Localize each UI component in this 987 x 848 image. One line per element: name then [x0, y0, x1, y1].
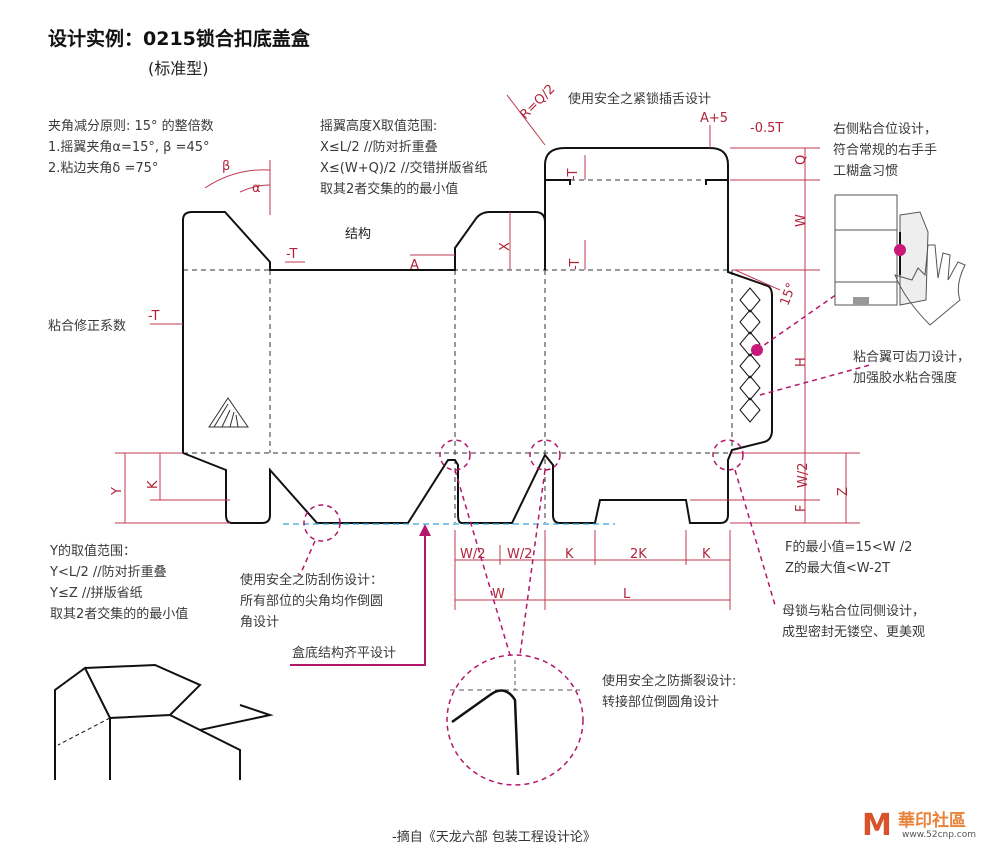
angle-notes: 夹角减分原则: 15° 的整倍数 1.摇翼夹角α=15°, β =45° 2.粘… — [48, 116, 214, 179]
dim-r: R=Q/2 — [517, 82, 558, 123]
watermark-logo: M 華印社區 www.52cnp.com — [862, 806, 984, 846]
dim-w: W — [794, 214, 809, 227]
logo-icon: M — [862, 808, 892, 843]
note-line: 右侧粘合位设计， — [833, 122, 938, 137]
note-line: 所有部位的尖角均作倒圆 — [240, 594, 384, 609]
note-line: 符合常规的右手手 — [833, 143, 938, 158]
scratch-note: 使用安全之防刮伤设计： 所有部位的尖角均作倒圆 角设计 — [240, 570, 383, 633]
dim-beta: β — [222, 159, 230, 174]
hand-gluing-illustration — [834, 194, 966, 326]
dim-half-t: -0.5T — [750, 121, 783, 136]
note-line: 成型密封无镂空、更美观 — [782, 625, 926, 640]
note-line: 工糊盒习惯 — [833, 164, 899, 179]
note-line: 夹角减分原则: 15° 的整倍数 — [48, 119, 214, 134]
note-line: X≤L/2 //防对折重叠 — [320, 140, 438, 155]
dim-x: X — [498, 242, 513, 251]
watermark-name: 華印社區 — [898, 811, 966, 831]
note-line: 使用安全之防撕裂设计: — [602, 674, 737, 689]
dim-a5: A+5 — [700, 111, 728, 126]
dim-k-left: K — [146, 480, 161, 489]
dim-bottom-l: L — [623, 587, 631, 602]
note-line: 母锁与粘合位同侧设计， — [782, 604, 926, 619]
dim-a: A — [410, 258, 419, 273]
fz-notes: F的最小值=15<W /2 Z的最大值<W-2T — [785, 537, 912, 579]
dim-bottom-4: 2K — [630, 547, 647, 562]
dim-q: Q — [794, 155, 809, 165]
serrated-glue-flap — [739, 287, 761, 423]
dieline-outline — [182, 147, 773, 524]
note-line: Y的取值范围： — [50, 544, 136, 559]
glue-correction-note: 粘合修正系数 — [48, 319, 127, 334]
note-line: 2.粘边夹角δ =75° — [48, 161, 159, 176]
note-line: 取其2者交集的的最小值 — [50, 607, 189, 622]
lock-note: 母锁与粘合位同侧设计， 成型密封无镂空、更美观 — [782, 601, 925, 643]
dim-h: H — [794, 357, 809, 367]
note-line: 粘合翼可齿刀设计， — [853, 350, 971, 365]
note-line: Y≤Z //拼版省纸 — [50, 586, 143, 601]
dim-bottom-3: K — [565, 547, 574, 562]
note-line: 摇翼高度X取值范围: — [320, 119, 438, 134]
y-range-notes: Y的取值范围： Y<L/2 //防对折重叠 Y≤Z //拼版省纸 取其2者交集的… — [50, 541, 188, 625]
tuck-note: 使用安全之紧锁插舌设计 — [568, 92, 712, 107]
dim-t-lid: -T — [568, 259, 583, 270]
x-range-notes: 摇翼高度X取值范围: X≤L/2 //防对折重叠 X≤(W+Q)/2 //交错拼… — [320, 116, 487, 200]
dim-z: Z — [836, 487, 851, 496]
flat-bottom-note: 盒底结构齐平设计 — [292, 646, 397, 661]
note-line: 使用安全之防刮伤设计： — [240, 573, 384, 588]
grain-triangle-icon — [208, 397, 249, 428]
note-line: F的最小值=15<W /2 — [785, 540, 913, 555]
arrow-head-icon — [419, 524, 431, 536]
watermark-url: www.52cnp.com — [902, 830, 977, 840]
dim-t-tuck: -T — [566, 169, 581, 180]
dim-15deg: 15° — [778, 281, 800, 308]
note-line: 加强胶水粘合强度 — [853, 371, 958, 386]
page-subtitle: (标准型) — [148, 59, 209, 78]
callouts — [299, 249, 901, 786]
source-footer: -摘自《天龙六部 包装工程设计论》 — [392, 830, 596, 845]
dim-y: Y — [110, 487, 125, 496]
structure-label: 结构 — [345, 227, 371, 242]
note-line: 取其2者交集的的最小值 — [320, 182, 459, 197]
page-title: 设计实例：0215锁合扣底盖盒 — [48, 28, 310, 50]
dim-alpha: α — [252, 181, 261, 196]
note-line: 1.摇翼夹角α=15°, β =45° — [48, 140, 210, 155]
dimension-lines — [115, 94, 860, 610]
dim-t-flap: -T — [286, 247, 297, 262]
note-line: Z的最大值<W-2T — [785, 561, 891, 576]
flat-bottom-arrow — [290, 530, 426, 666]
box-3d-sketch — [54, 663, 274, 780]
note-line: X≤(W+Q)/2 //交错拼版省纸 — [320, 161, 488, 176]
dim-t-glue: -T — [148, 309, 159, 324]
dim-bottom-2: W/2 — [507, 547, 533, 562]
note-line: Y<L/2 //防对折重叠 — [50, 565, 167, 580]
dim-bottom-w: W — [492, 587, 505, 602]
note-line: 转接部位倒圆角设计 — [602, 695, 720, 710]
dim-f: F — [794, 505, 809, 512]
serrated-note: 粘合翼可齿刀设计， 加强胶水粘合强度 — [853, 347, 970, 389]
right-glue-note: 右侧粘合位设计， 符合常规的右手手 工糊盒习惯 — [833, 119, 937, 182]
dim-bottom-5: K — [702, 547, 711, 562]
dim-w2: W/2 — [796, 462, 811, 488]
note-line: 角设计 — [240, 615, 280, 630]
tear-note: 使用安全之防撕裂设计: 转接部位倒圆角设计 — [602, 671, 736, 713]
